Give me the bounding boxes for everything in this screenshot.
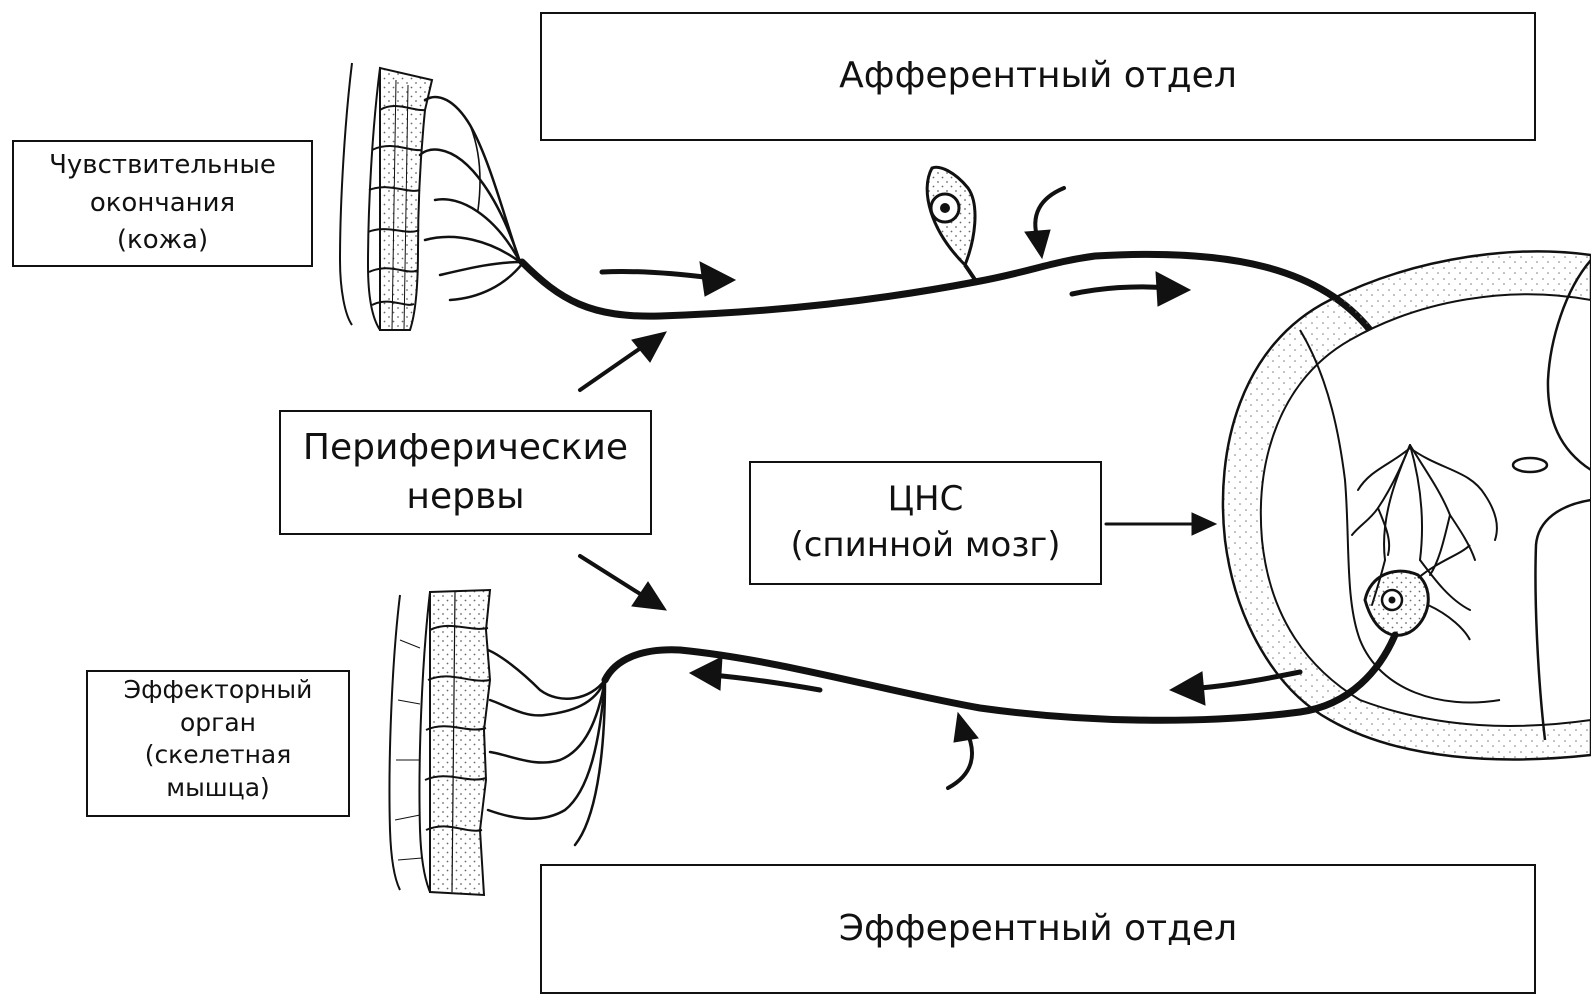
nerves-pointer-down (580, 556, 666, 610)
afferent-arrow-2 (1072, 272, 1190, 306)
effector-organ-label: Эффекторный орган (скелетная мышца) (86, 670, 350, 817)
skin-tissue (340, 63, 432, 330)
cns-label: ЦНС (спинной мозг) (749, 461, 1102, 585)
muscle-inner-edge (419, 592, 430, 892)
afferent-arrow-1 (602, 262, 735, 296)
afferent-section-label: Афферентный отдел (540, 12, 1536, 141)
sensory-neuron-body (927, 167, 978, 284)
efferent-section-label: Эфферентный отдел (540, 864, 1536, 994)
peripheral-nerves-label: Периферические нервы (279, 410, 652, 535)
curved-arrow-efferent (948, 713, 978, 788)
skin-outer-edge (340, 63, 352, 325)
cns-pointer (1106, 513, 1216, 535)
nerves-pointer-up (580, 332, 666, 390)
muscle-outer-edge (389, 595, 400, 890)
skin-inner-edge (368, 68, 380, 330)
curved-arrow-afferent (1025, 188, 1064, 258)
sensory-endings-label: Чувствительные окончания (кожа) (12, 140, 313, 267)
sensory-nerve-endings (420, 97, 522, 300)
motor-nerve-endings (488, 650, 605, 845)
efferent-arrow-2 (1170, 672, 1300, 705)
spinal-cord-section (1223, 251, 1591, 759)
central-canal (1513, 458, 1547, 472)
muscle-tissue (389, 590, 490, 895)
